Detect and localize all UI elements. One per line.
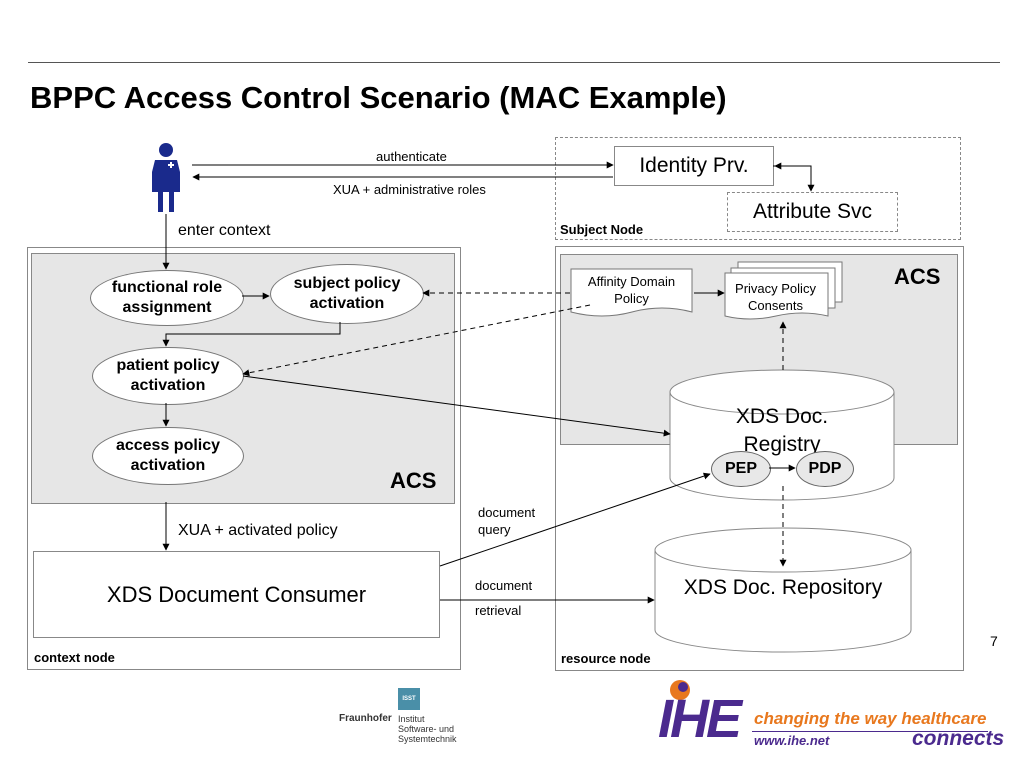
page-title: BPPC Access Control Scenario (MAC Exampl…	[30, 80, 727, 115]
subject-to-patient-arrow	[162, 322, 341, 347]
ihe-tagline: changing the way healthcare	[754, 709, 987, 728]
enter-context-label: enter context	[178, 222, 271, 239]
pep-node: PEP	[711, 451, 771, 487]
ihe-url: www.ihe.net	[754, 733, 830, 748]
ihe-swirl-icon	[670, 680, 690, 700]
context-node-label: context node	[34, 650, 115, 665]
patient-to-registry-arrow	[242, 375, 671, 437]
document-query-arrow	[439, 472, 711, 567]
authenticate-label: authenticate	[376, 149, 447, 164]
privacy-documents-shape	[724, 261, 843, 320]
document-consumer-box: XDS Document Consumer	[33, 551, 440, 638]
page-number: 7	[990, 633, 998, 649]
isst-logo-icon: ISST	[398, 688, 420, 710]
idp-to-attribute-arrow	[773, 165, 815, 192]
ihe-underline	[752, 731, 988, 732]
attribute-service-box: Attribute Svc	[727, 192, 898, 232]
ihe-connects: connects	[912, 727, 1005, 750]
fraunhofer-wordmark: Fraunhofer	[339, 713, 392, 724]
ihe-wordmark: IHE	[658, 689, 742, 749]
affinity-document-shape	[570, 268, 693, 317]
identity-provider-box: Identity Prv.	[614, 146, 774, 186]
header-rule	[28, 62, 1000, 63]
xua-roles-label: XUA + administrative roles	[333, 182, 486, 197]
document-retrieval-label-2: retrieval	[475, 603, 522, 618]
repository-label: XDS Doc. Repository	[683, 576, 883, 599]
acs-right-label: ACS	[894, 264, 941, 289]
document-retrieval-label-1: document	[475, 578, 533, 593]
pdp-node: PDP	[796, 451, 854, 487]
subject-node-label: Subject Node	[560, 222, 644, 237]
acs-left-label: ACS	[390, 468, 437, 493]
xua-policy-label: XUA + activated policy	[178, 522, 338, 539]
resource-node-label: resource node	[561, 651, 651, 666]
affinity-to-patient-dashed	[242, 304, 591, 377]
registry-label: XDS Doc.Registry	[735, 405, 829, 456]
user-figure-icon	[152, 143, 180, 212]
